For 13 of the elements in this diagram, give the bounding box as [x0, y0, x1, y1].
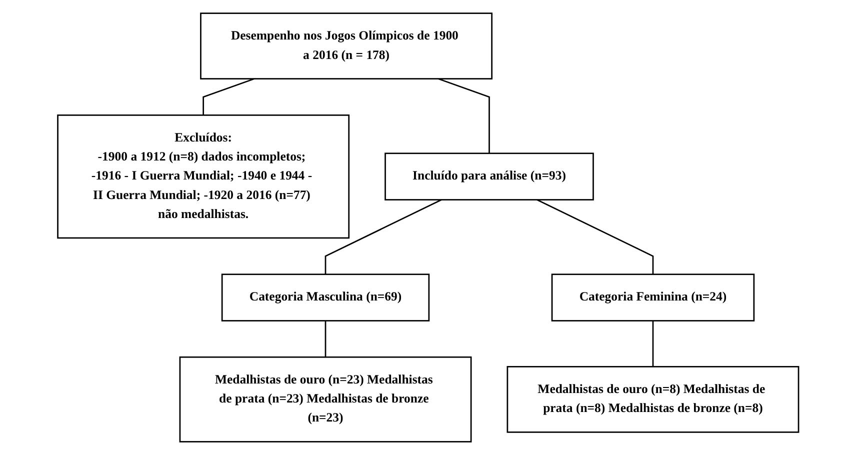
connector — [536, 199, 654, 274]
node-box: Categoria Feminina (n=24) — [551, 274, 754, 322]
node-box: Medalhistas de ouro (n=23) Medalhistas de prata (n=23) Medalhistas de bronze (n=23) — [179, 356, 472, 442]
connector — [202, 78, 254, 116]
connector — [438, 78, 490, 154]
connector — [324, 199, 442, 274]
node-box: Medalhistas de ouro (n=8) Medalhistas de prata (n=8) Medalhistas de bronze (n=8) — [506, 366, 800, 433]
node-box: Excluídos: -1900 a 1912 (n=8) dados incompletos; -1916 - I Guerra Mundial; -1940 e 1944 - II Guerra Mundial; -1920 a 2016 (n=77) não medalhistas. — [56, 114, 350, 239]
node-box: Desempenho nos Jogos Olímpicos de 1900 a 2016 (n = 178) — [200, 12, 492, 80]
connector — [324, 320, 326, 358]
connector — [652, 320, 654, 367]
node-box: Categoria Masculina (n=69) — [221, 274, 430, 322]
node-box: Incluído para análise (n=93) — [384, 152, 594, 200]
